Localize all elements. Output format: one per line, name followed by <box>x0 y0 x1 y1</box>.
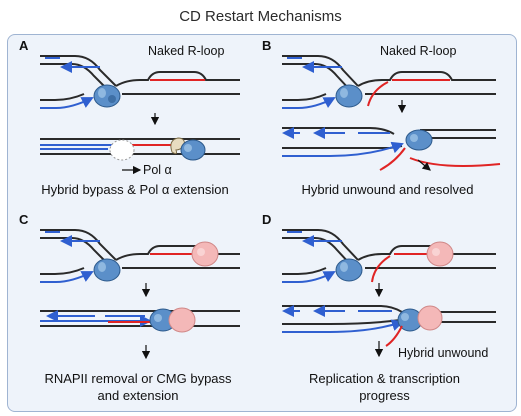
cmg-helicase-icon <box>335 258 363 282</box>
panel-d-letter: D <box>262 212 272 227</box>
panel-d-diagram <box>282 229 496 358</box>
panel-c-letter: C <box>19 212 29 227</box>
cmg-helicase-icon <box>93 84 121 108</box>
panel-c-caption-line2: and extension <box>97 388 179 403</box>
panel-a-naked-rloop-label: Naked R-loop <box>148 44 225 58</box>
panel-b-caption: Hybrid unwound and resolved <box>301 182 474 197</box>
rnap-ii-icon <box>168 307 196 333</box>
panel-a-caption: Hybrid bypass & Pol α extension <box>41 182 229 197</box>
cmg-helicase-icon <box>180 139 206 161</box>
panel-d-hybrid-unwound-label: Hybrid unwound <box>398 346 489 360</box>
cmg-helicase-icon <box>335 84 363 108</box>
rnap-ii-icon <box>191 241 219 267</box>
cmg-helicase-icon <box>397 308 423 332</box>
figure-title: CD Restart Mechanisms <box>179 8 342 25</box>
cmg-helicase-icon <box>149 308 177 332</box>
panel-a-letter: A <box>19 38 29 53</box>
panel-d-caption-line1: Replication & transcription <box>308 371 461 386</box>
panel-b-naked-rloop-label: Naked R-loop <box>380 44 457 58</box>
panel-background <box>7 34 517 412</box>
panel-b-diagram <box>282 55 501 171</box>
rnap-ii-icon <box>426 241 454 267</box>
rnap-ii-icon <box>417 305 443 331</box>
ghost-cmg-icon <box>109 139 135 161</box>
panel-c-caption-line1: RNAPII removal or CMG bypass <box>44 371 232 386</box>
panel-c-diagram <box>40 229 240 360</box>
cmg-helicase-icon <box>93 258 121 282</box>
panel-b-letter: B <box>262 38 272 53</box>
panel-a-pol-alpha-label: Pol α <box>143 163 172 177</box>
panel-d-caption-line2: progress <box>359 388 410 403</box>
cmg-helicase-icon <box>405 129 433 151</box>
panel-a-diagram <box>40 55 240 175</box>
